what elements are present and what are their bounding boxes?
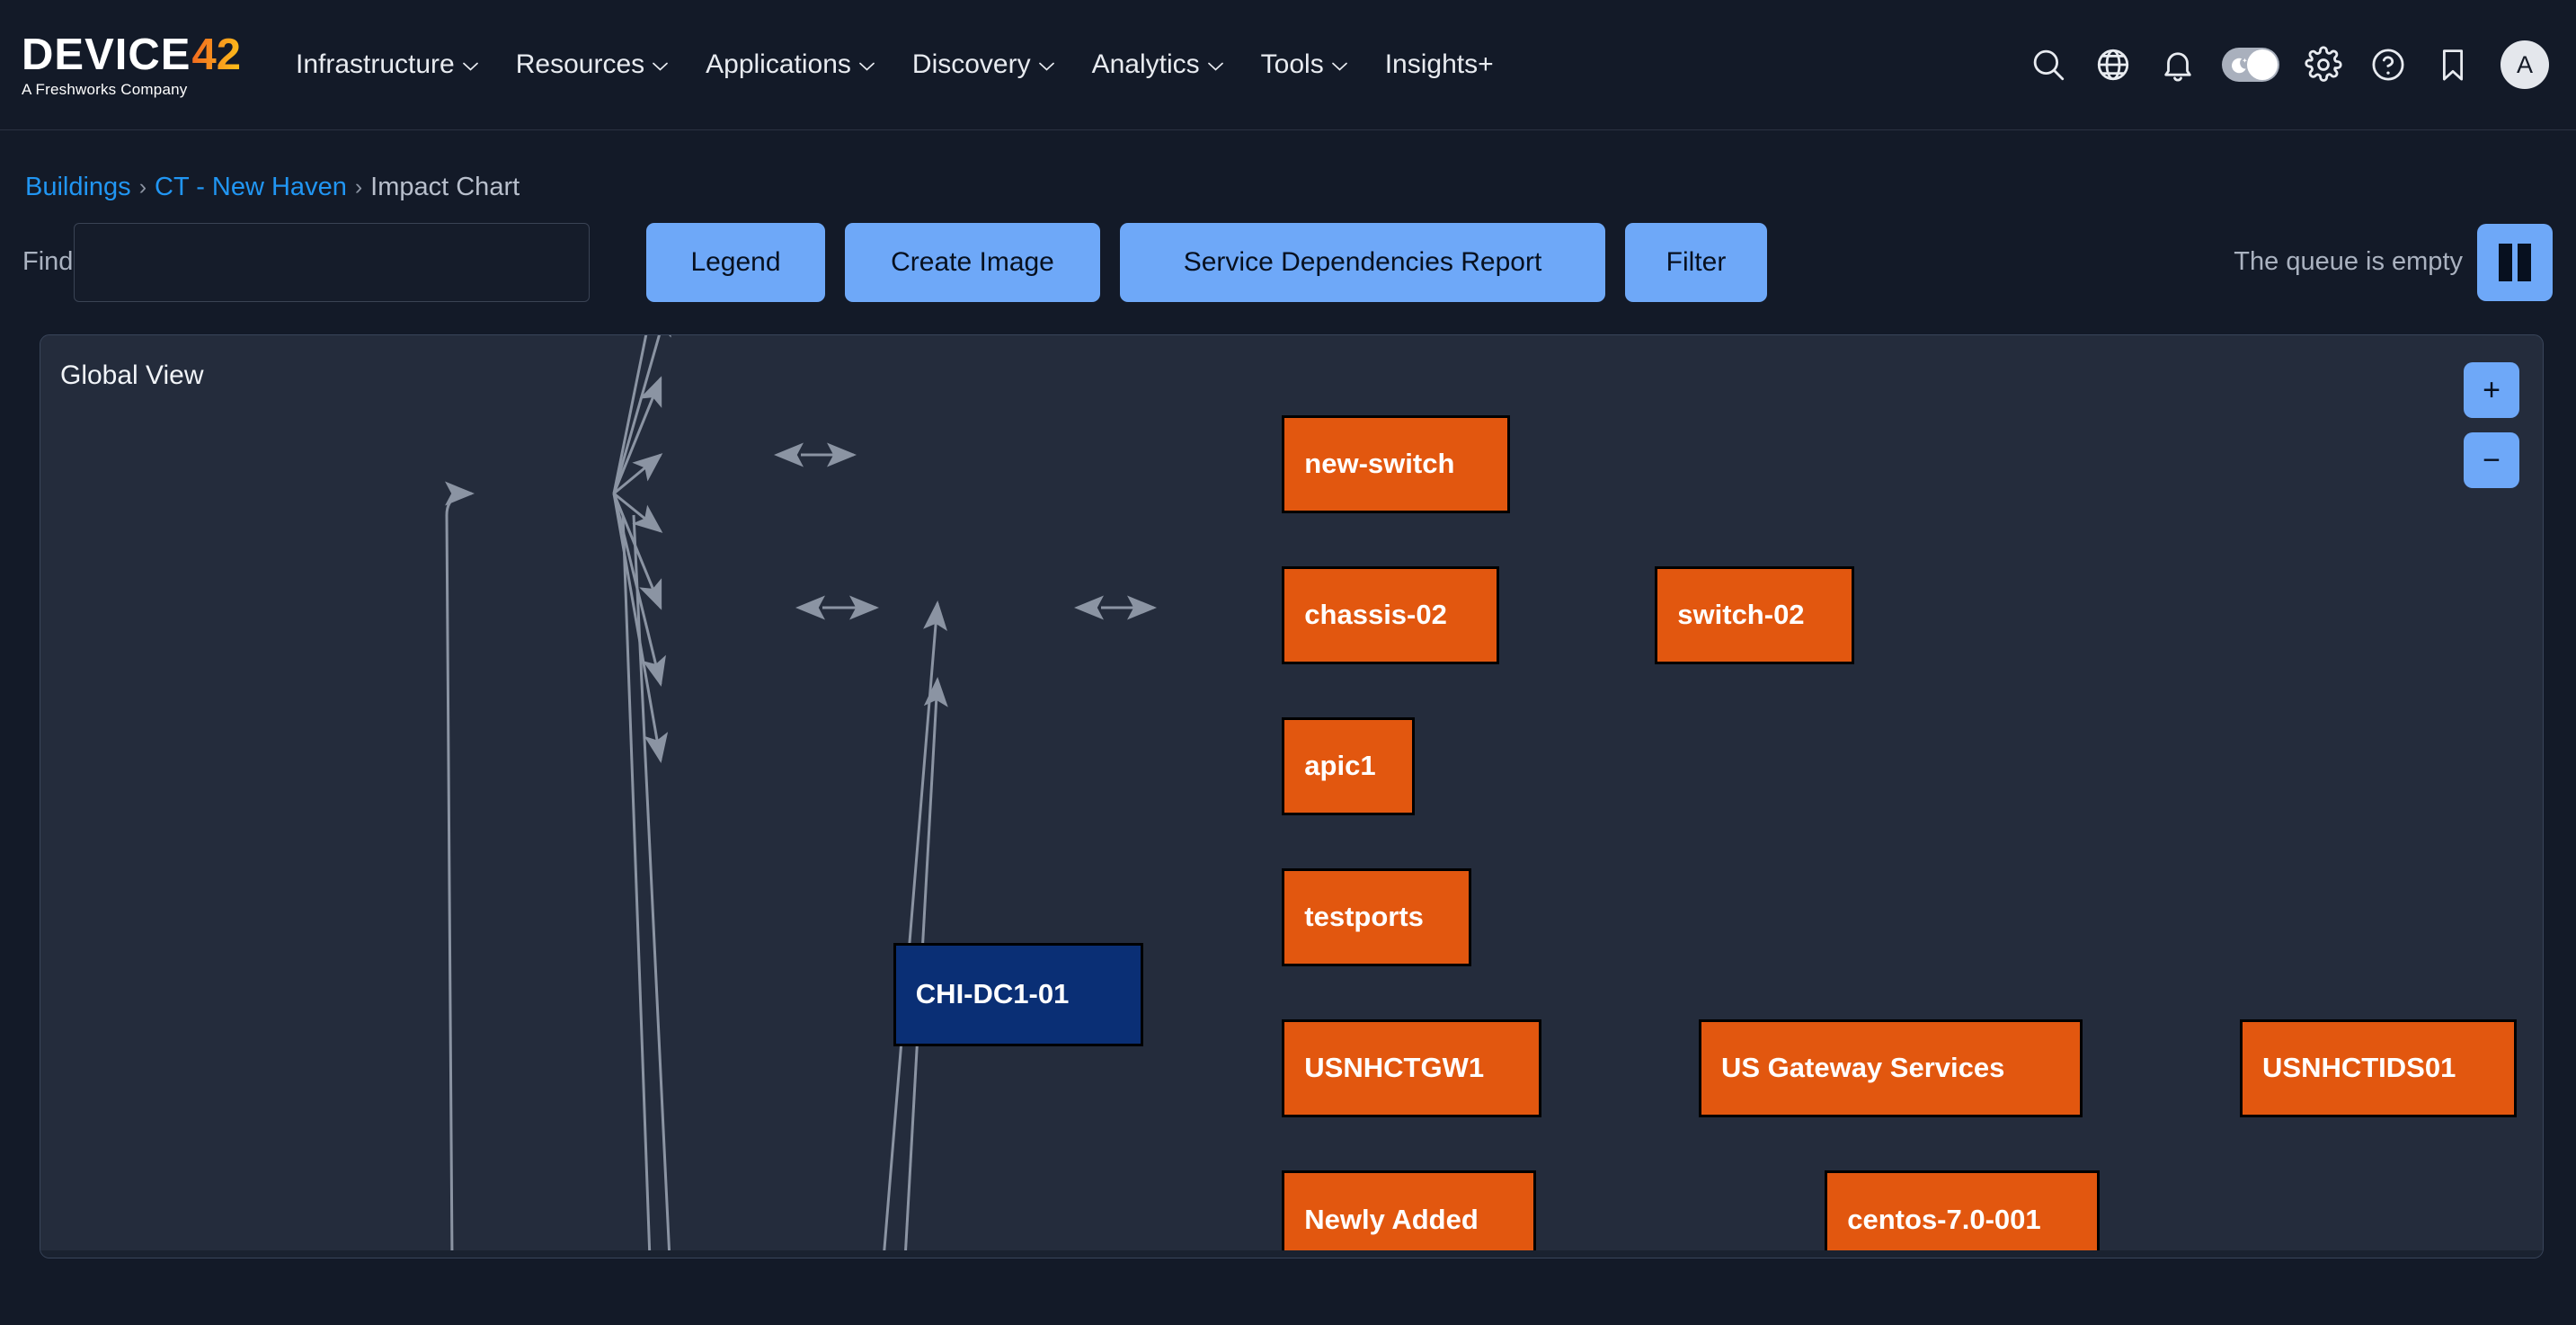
nav-utility-icons: A (2028, 40, 2549, 89)
graph-node-usnhctids01[interactable]: USNHCTIDS01 (2240, 1019, 2517, 1117)
graph-node-switch-02[interactable]: switch-02 (1655, 566, 1855, 664)
nav-item-discovery[interactable]: Discovery (893, 42, 1073, 87)
nav-item-tools[interactable]: Tools (1242, 42, 1366, 87)
brand-logo[interactable]: DEVICE 42 A Freshworks Company (22, 31, 246, 99)
chevron-down-icon (462, 62, 478, 71)
nav-item-infrastructure[interactable]: Infrastructure (277, 42, 497, 87)
create-image-button[interactable]: Create Image (845, 223, 1100, 302)
node-label: testports (1304, 901, 1424, 933)
graph-edges (444, 335, 1157, 1258)
breadcrumb-separator: › (138, 174, 147, 200)
nav-item-insights-plus[interactable]: Insights+ (1366, 42, 1513, 87)
graph-node-new-switch[interactable]: new-switch (1282, 414, 1510, 513)
moon-icon (2229, 56, 2249, 80)
chevron-down-icon (1331, 62, 1347, 71)
logo-wordmark: DEVICE 42 (22, 31, 246, 78)
nav-item-applications[interactable]: Applications (687, 42, 893, 87)
breadcrumb: Buildings › CT - New Haven › Impact Char… (25, 173, 520, 202)
breadcrumb-item-impact-chart: Impact Chart (370, 173, 520, 201)
globe-icon[interactable] (2092, 44, 2134, 85)
zoom-out-button[interactable]: − (2464, 432, 2519, 488)
nav-item-resources[interactable]: Resources (497, 42, 687, 87)
filter-button[interactable]: Filter (1625, 223, 1767, 302)
bell-icon[interactable] (2157, 44, 2198, 85)
help-icon[interactable] (2367, 44, 2409, 85)
breadcrumb-item-buildings[interactable]: Buildings (25, 173, 131, 201)
nav-label: Insights+ (1384, 49, 1494, 79)
main-menu: Infrastructure Resources Applications Di… (277, 42, 1513, 87)
graph-node-chassis-02[interactable]: chassis-02 (1282, 566, 1499, 664)
node-label: USNHCTGW1 (1304, 1052, 1485, 1084)
chevron-down-icon (859, 62, 875, 71)
graph-node-newly-added[interactable]: Newly Added (1282, 1170, 1536, 1258)
dark-mode-toggle[interactable] (2222, 48, 2279, 82)
node-label: Newly Added (1304, 1203, 1479, 1235)
node-label: switch-02 (1677, 599, 1805, 631)
find-input[interactable] (74, 223, 590, 302)
graph-node-usnhctgw1[interactable]: USNHCTGW1 (1282, 1019, 1541, 1117)
chevron-down-icon (1207, 62, 1223, 71)
find-label: Find (22, 247, 74, 276)
chevron-down-icon (653, 62, 668, 71)
pause-icon (2499, 244, 2512, 281)
node-label: new-switch (1304, 448, 1455, 480)
nav-label: Applications (706, 49, 851, 79)
queue-status-text: The queue is empty (2234, 247, 2463, 276)
graph-node-apic1[interactable]: apic1 (1282, 717, 1416, 815)
logo-accent-text: 42 (191, 30, 241, 79)
gear-icon[interactable] (2303, 44, 2344, 85)
nav-label: Analytics (1091, 49, 1200, 79)
logo-main-text: DEVICE (22, 30, 191, 79)
breadcrumb-item-ct-new-haven[interactable]: CT - New Haven (155, 173, 347, 201)
canvas-bottom-edge (40, 1250, 2543, 1258)
bookmark-icon[interactable] (2432, 44, 2474, 85)
node-label: apic1 (1304, 750, 1376, 782)
search-icon[interactable] (2028, 44, 2069, 85)
nav-item-analytics[interactable]: Analytics (1073, 42, 1242, 87)
logo-tagline: A Freshworks Company (22, 80, 188, 98)
node-label: US Gateway Services (1720, 1052, 2005, 1084)
pause-icon (2518, 244, 2531, 281)
nav-label: Infrastructure (296, 49, 455, 79)
breadcrumb-separator: › (354, 174, 363, 200)
chart-toolbar: Find Legend Create Image Service Depende… (0, 223, 2576, 304)
node-label: CHI-DC1-01 (915, 978, 1070, 1010)
top-navigation-bar: DEVICE 42 A Freshworks Company Infrastru… (0, 0, 2576, 130)
graph-node-chi-dc1-01[interactable]: CHI-DC1-01 (893, 943, 1144, 1046)
node-label: chassis-02 (1304, 599, 1447, 631)
pause-button[interactable] (2477, 224, 2553, 301)
nav-label: Tools (1260, 49, 1324, 79)
toggle-knob (2247, 49, 2278, 80)
avatar[interactable]: A (2500, 40, 2549, 89)
service-dependencies-report-button[interactable]: Service Dependencies Report (1120, 223, 1605, 302)
legend-button[interactable]: Legend (646, 223, 825, 302)
node-label: USNHCTIDS01 (2262, 1052, 2456, 1084)
graph-node-testports[interactable]: testports (1282, 868, 1471, 966)
nav-label: Resources (515, 49, 645, 79)
chevron-down-icon (1038, 62, 1054, 71)
zoom-in-button[interactable]: + (2464, 362, 2519, 418)
impact-chart-canvas[interactable]: Global View + − (40, 334, 2544, 1258)
nav-label: Discovery (911, 49, 1031, 79)
node-label: centos-7.0-001 (1847, 1203, 2041, 1235)
graph-node-us-gateway-services[interactable]: US Gateway Services (1698, 1019, 2083, 1117)
graph-node-centos-7-0-001[interactable]: centos-7.0-001 (1825, 1170, 2101, 1258)
